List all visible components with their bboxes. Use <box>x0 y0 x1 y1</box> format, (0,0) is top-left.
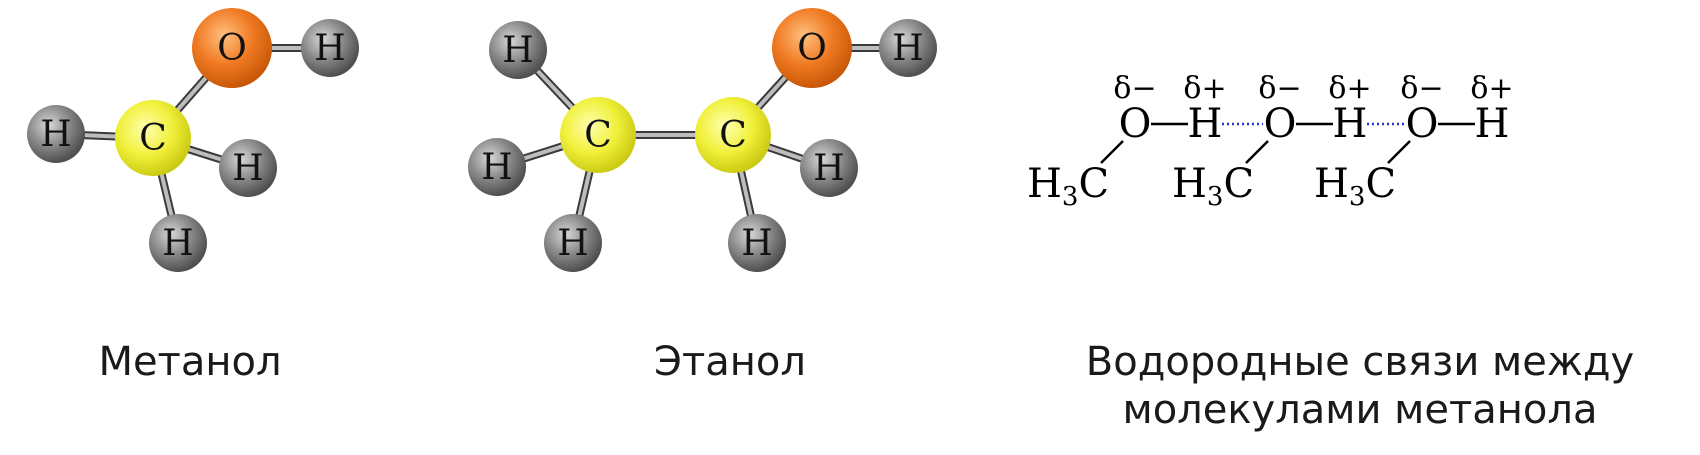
methanol-atom-h3: H <box>149 214 207 272</box>
ethanol-atom-h-hydroxyl-label: H <box>892 28 923 69</box>
hbond-oxygen-2: O <box>1264 101 1297 147</box>
ethanol-atom-h3-label: H <box>557 223 588 264</box>
methanol-atom-h3-label: H <box>162 223 193 264</box>
partial-negative-1: δ− <box>1113 71 1156 106</box>
methyl-group-3: H3C <box>1314 161 1396 212</box>
methyl-group-2: H3C <box>1172 161 1254 212</box>
ethanol-atom-c2-label: C <box>719 115 747 156</box>
ethanol-atom-h2: H <box>468 138 526 196</box>
ethanol-atom-h4: H <box>800 139 858 197</box>
methanol-atom-h1-label: H <box>40 114 71 155</box>
ethanol-atom-c2: C <box>695 97 771 173</box>
hbond-oxygen-3: O <box>1406 101 1439 147</box>
methanol-atom-h2-label: H <box>232 148 263 189</box>
methanol-atom-o: O <box>192 8 272 88</box>
caption-hydrogen-bonds-line2: молекулами метанола <box>1122 387 1598 433</box>
methanol-atom-o-label: O <box>217 28 247 69</box>
methanol-atom-h-hydroxyl: H <box>301 19 359 77</box>
ethanol-atom-c1: C <box>560 97 636 173</box>
methanol-atom-h1: H <box>27 105 85 163</box>
methanol-atom-h-hydroxyl-label: H <box>314 28 345 69</box>
methanol-atom-h2: H <box>219 139 277 197</box>
ethanol-atom-h4-label: H <box>813 148 844 189</box>
hbond-hydrogen-1: H <box>1188 101 1223 147</box>
caption-hydrogen-bonds: Водородные связи между молекулами метано… <box>1060 338 1660 434</box>
caption-methanol: Метанол <box>98 339 282 385</box>
caption-hydrogen-bonds-line1: Водородные связи между <box>1085 339 1635 385</box>
hbond-hydrogen-3: H <box>1475 101 1510 147</box>
hbond-c-o-bond-2 <box>1245 140 1269 164</box>
methanol-atom-c-label: C <box>139 118 167 159</box>
ethanol-atom-h5-label: H <box>741 223 772 264</box>
ethanol-atom-o: O <box>772 8 852 88</box>
hbond-oxygen-1: O <box>1119 101 1152 147</box>
partial-positive-3: δ+ <box>1470 71 1513 106</box>
ethanol-atom-h5: H <box>728 214 786 272</box>
ethanol-atom-h1: H <box>489 21 547 79</box>
partial-positive-2: δ+ <box>1328 71 1371 106</box>
ethanol-atom-o-label: O <box>797 28 827 69</box>
hbond-hydrogen-2: H <box>1333 101 1368 147</box>
hbond-c-o-bond-3 <box>1387 140 1411 164</box>
hbond-c-o-bond-1 <box>1100 140 1124 164</box>
ethanol-atom-h2-label: H <box>481 147 512 188</box>
methanol-atom-c: C <box>115 100 191 176</box>
ethanol-atom-h1-label: H <box>502 30 533 71</box>
ethanol-atom-h-hydroxyl: H <box>879 19 937 77</box>
partial-positive-1: δ+ <box>1183 71 1226 106</box>
partial-negative-2: δ− <box>1258 71 1301 106</box>
ethanol-atom-h3: H <box>544 214 602 272</box>
partial-negative-3: δ− <box>1400 71 1443 106</box>
caption-ethanol: Этанол <box>654 339 806 385</box>
ethanol-atom-c1-label: C <box>584 115 612 156</box>
methyl-group-1: H3C <box>1027 161 1109 212</box>
